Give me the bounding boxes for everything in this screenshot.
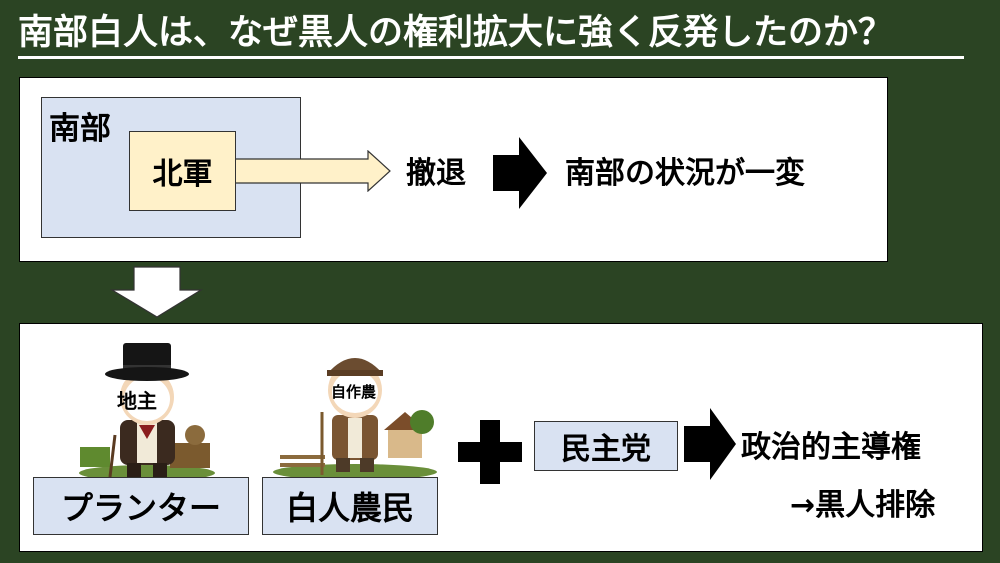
retreat-label: 撤退	[406, 156, 466, 191]
black-arrow-icon	[684, 408, 736, 480]
situation-change-label: 南部の状況が一変	[565, 156, 805, 191]
planter-illustration	[79, 343, 215, 480]
page-title: 南部白人は、なぜ黒人の権利拡大に強く反発したのか？	[18, 13, 894, 53]
retreat-arrow	[230, 150, 391, 192]
farmer-face-label: 自作農	[331, 383, 377, 401]
black-exclusion-label: →黒人排除	[790, 488, 936, 523]
farmer-illustration	[273, 358, 437, 480]
democratic-party-box: 民主党	[534, 421, 678, 471]
planter-label: プランター	[33, 477, 249, 535]
white-farmer-label: 白人農民	[262, 477, 438, 535]
planter-face-label: 地主	[117, 389, 157, 413]
black-arrow-icon	[493, 137, 547, 209]
plus-icon	[458, 420, 522, 484]
south-label: 南部	[49, 111, 111, 147]
political-power-label: 政治的主導権	[741, 430, 921, 465]
title-underline	[18, 56, 964, 59]
north-army-box: 北軍	[129, 131, 236, 211]
down-arrow-icon	[110, 266, 203, 318]
